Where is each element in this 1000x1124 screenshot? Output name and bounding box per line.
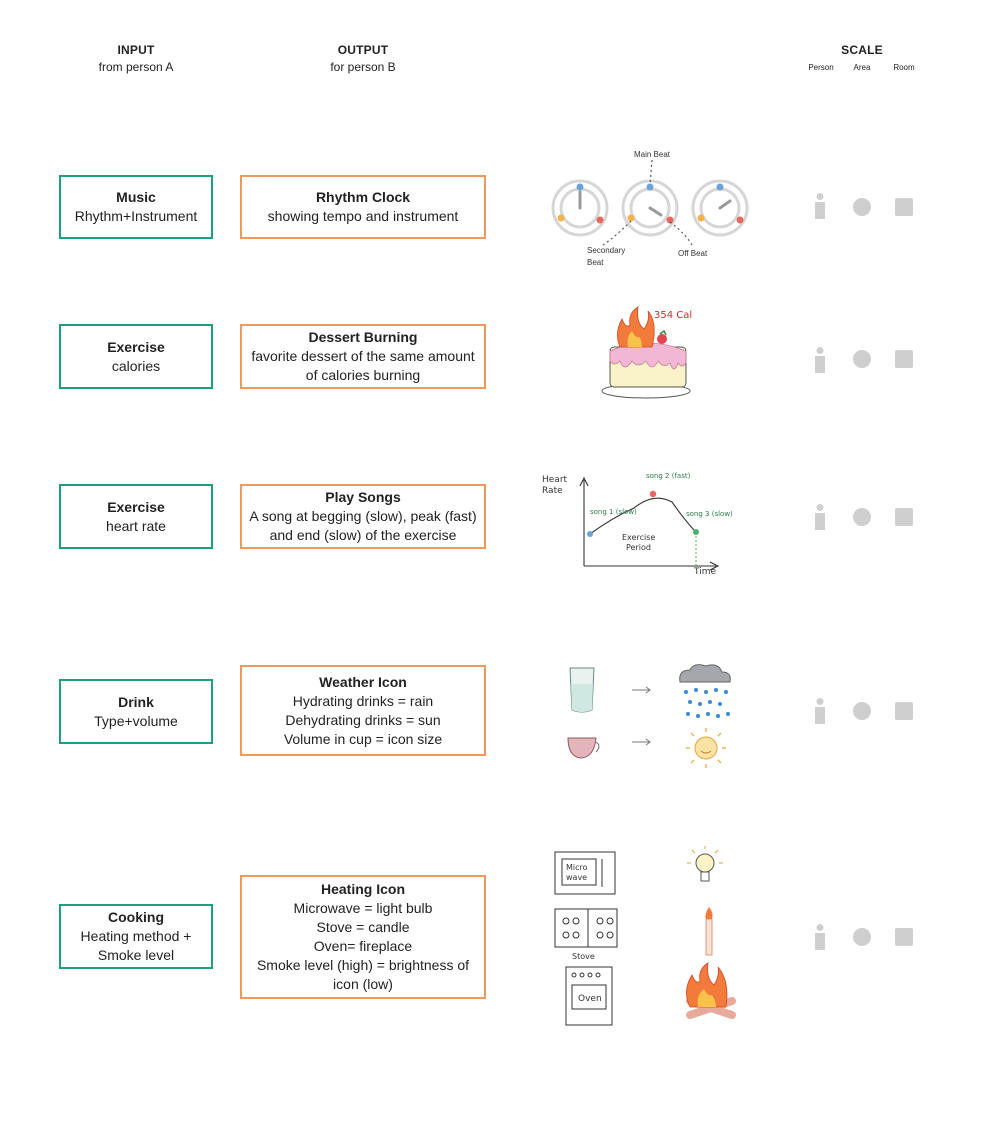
scale-header: SCALE [822,43,902,57]
burning-cake-illustration: 354 Cal [601,306,692,399]
output-line: icon (low) [333,976,393,992]
output-box-weather-icon: Weather Icon Hydrating drinks = rain Deh… [240,665,486,756]
input-line: Heating method + [80,928,192,944]
input-title: Music [116,189,156,205]
output-header: OUTPUT for person B [303,43,423,74]
output-line: Oven= fireplace [313,938,413,954]
output-line: Stove = candle [316,919,410,935]
circle-icon [853,198,871,216]
output-title: Rhythm Clock [315,189,411,205]
main-beat-label: Main Beat [634,150,671,159]
circle-icon [853,928,871,946]
input-box-exercise-calories: Exercise calories [59,324,213,389]
output-title: Heating Icon [320,881,405,897]
output-line: and end (slow) of the exercise [269,527,457,543]
y-label-line2: Rate [542,486,563,496]
output-line: showing tempo and instrument [267,208,459,224]
stove-label: Stove [572,952,595,961]
output-line: of calories burning [305,367,421,383]
output-title: Dessert Burning [308,329,418,345]
person-icon [815,347,825,373]
rhythm-clock-illustration: Main Beat Secondary Beat Off Beat [551,150,749,267]
input-line: Smoke level [97,947,175,963]
input-line: heart rate [106,517,166,534]
square-icon [895,350,913,368]
scale-header-title: SCALE [841,43,883,57]
person-icon [815,193,825,219]
input-box-cooking: Cooking Heating method + Smoke level [59,904,213,969]
person-icon [815,698,825,724]
square-icon [895,198,913,216]
period-label-line1: Exercise [622,533,655,542]
scale-room-label: Room [893,63,915,72]
person-icon [815,504,825,530]
song3-label: song 3 (slow) [686,510,733,518]
song2-label: song 2 (fast) [646,472,691,480]
input-header-title: INPUT [117,43,155,57]
time-label: Time [693,567,716,577]
calorie-label: 354 Cal [654,310,692,321]
input-header-subtitle: from person A [98,60,174,74]
secondary-beat-label-1: Secondary [587,246,625,255]
circle-icon [853,350,871,368]
microwave-label-2: wave [566,873,587,882]
output-box-heating-icon: Heating Icon Microwave = light bulb Stov… [240,875,486,999]
output-header-subtitle: for person B [330,60,396,74]
off-beat-label: Off Beat [678,249,708,258]
input-box-music: Music Rhythm+Instrument [59,175,213,239]
circle-icon [853,508,871,526]
heating-illustration: Micro wave Stove Oven [554,846,736,1026]
input-header: INPUT from person A [76,43,196,74]
output-box-play-songs: Play Songs A song at begging (slow), pea… [240,484,486,549]
song1-label: song 1 (slow) [590,508,637,516]
input-line: Rhythm+Instrument [74,208,198,224]
output-line: Volume in cup = icon size [283,730,443,747]
person-icon [815,924,825,950]
output-box-dessert-burning: Dessert Burning favorite dessert of the … [240,324,486,389]
square-icon [895,702,913,720]
oven-label: Oven [578,994,602,1004]
output-line: favorite dessert of the same amount [251,348,475,364]
input-title: Exercise [107,338,165,355]
square-icon [895,508,913,526]
output-line: Hydrating drinks = rain [292,692,434,709]
output-title: Weather Icon [319,673,407,690]
input-line: calories [111,357,161,374]
y-label-line1: Heart [542,475,568,485]
heart-rate-sketch: Heart Rate song 1 (slow) song 2 (fast) s… [542,472,733,577]
output-header-title: OUTPUT [337,43,389,57]
period-label-line2: Period [626,543,651,552]
circle-icon [853,702,871,720]
input-title: Cooking [108,909,164,925]
scale-area-label: Area [853,63,871,72]
output-title: Play Songs [325,489,401,505]
scale-person-label: Person [808,63,834,72]
output-line: Smoke level (high) = brightness of [256,957,470,973]
input-title: Drink [118,693,154,710]
input-title: Exercise [107,498,165,515]
secondary-beat-label-2: Beat [587,258,604,267]
weather-drink-illustration [567,664,731,768]
microwave-label-1: Micro [566,863,588,872]
input-line: Type+volume [94,712,178,729]
output-line: A song at begging (slow), peak (fast) [249,508,477,524]
input-box-exercise-heart-rate: Exercise heart rate [59,484,213,549]
output-line: Microwave = light bulb [293,900,433,916]
input-box-drink: Drink Type+volume [59,679,213,744]
square-icon [895,928,913,946]
output-box-rhythm-clock: Rhythm Clock showing tempo and instrumen… [240,175,486,239]
output-line: Dehydrating drinks = sun [285,711,441,728]
